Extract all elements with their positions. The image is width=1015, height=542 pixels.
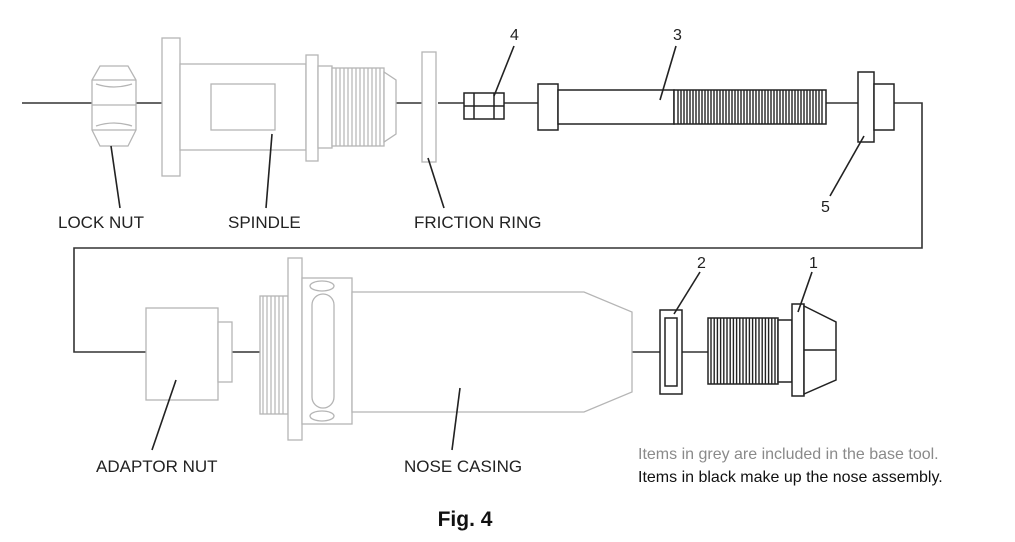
callout-4: 4 [510,27,519,44]
leader-lines [110,45,865,451]
part-3-drawbolt [537,83,827,131]
nose-casing-label: NOSE CASING [404,457,522,476]
adaptor-nut-part [145,307,233,401]
part-5-washer [857,71,895,143]
black-items-note: Items in black make up the nose assembly… [638,469,943,486]
friction-ring-part [421,51,437,163]
grey-items-note: Items in grey are included in the base t… [638,446,939,463]
callout-2: 2 [697,255,706,272]
part-1-nosepiece [707,303,837,397]
spindle-label: SPINDLE [228,213,301,232]
spindle-part [161,37,397,177]
lock-nut-label: LOCK NUT [58,213,144,232]
friction-ring-label: FRICTION RING [414,213,542,232]
callout-1: 1 [809,255,818,272]
part-2-collar [659,309,683,395]
callout-5: 5 [821,199,830,216]
assembly-path-line [22,102,923,353]
lock-nut-part [91,65,137,147]
part-4-jaw [463,92,505,120]
callout-3: 3 [673,27,682,44]
figure-caption: Fig. 4 [437,508,493,531]
nose-casing-part [259,257,633,441]
adaptor-nut-label: ADAPTOR NUT [96,457,218,476]
